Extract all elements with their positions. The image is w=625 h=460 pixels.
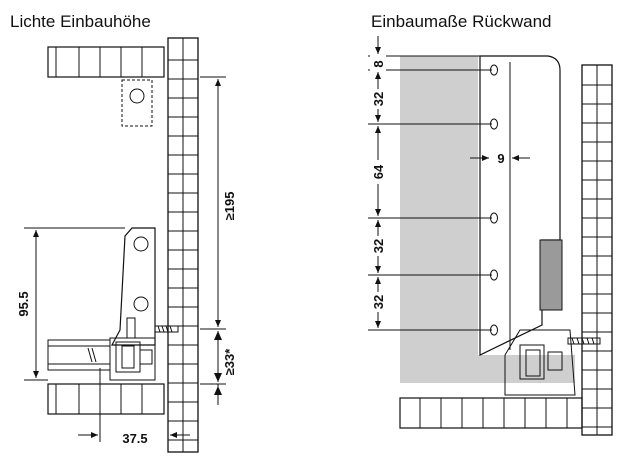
- dim-d1-label: 32: [371, 92, 386, 106]
- dim-clear-height-label: ≥195: [222, 192, 237, 221]
- dim-d3-label: 32: [371, 239, 386, 253]
- cabinet-side-wall: [167, 37, 199, 453]
- top-shelf-panel: [47, 46, 165, 78]
- back-wall-profile: [479, 55, 601, 396]
- right-drawing: 8 32 64 32 32 9: [368, 36, 613, 436]
- bottom-shelf-panel: [47, 383, 165, 415]
- dim-offset-label: 9: [497, 151, 504, 166]
- right-cabinet-wall: [581, 64, 613, 436]
- dim-min-height: ≥33*: [200, 331, 237, 405]
- dim-low-height: 95.5: [16, 227, 125, 381]
- drawer-bottom: [47, 339, 111, 371]
- dim-width: 37.5: [78, 368, 190, 446]
- dashed-fitting-outline: [121, 79, 153, 127]
- dim-width-label: 37.5: [122, 431, 147, 446]
- right-dimension-chain: 8 32 64 32 32: [368, 36, 492, 331]
- dim-clear-height: ≥195: [200, 76, 237, 330]
- back-wall-holes: [490, 64, 498, 336]
- right-title: Einbaumaße Rückwand: [371, 12, 552, 31]
- back-panel-gray: [400, 56, 478, 358]
- bottom-panel-gray: [400, 355, 575, 383]
- dim-d4-label: 32: [371, 295, 386, 309]
- dim-low-height-label: 95.5: [16, 291, 31, 316]
- left-title: Lichte Einbauhöhe: [10, 12, 151, 31]
- dim-min-height-label: ≥33*: [222, 348, 237, 376]
- right-bottom-shelf: [399, 397, 583, 429]
- dim-d2-label: 64: [371, 164, 386, 179]
- dim-top-label: 8: [371, 60, 386, 67]
- left-drawing: ≥195 ≥33* 95.5 37.5: [16, 37, 237, 453]
- dim-offset: 9: [470, 151, 530, 166]
